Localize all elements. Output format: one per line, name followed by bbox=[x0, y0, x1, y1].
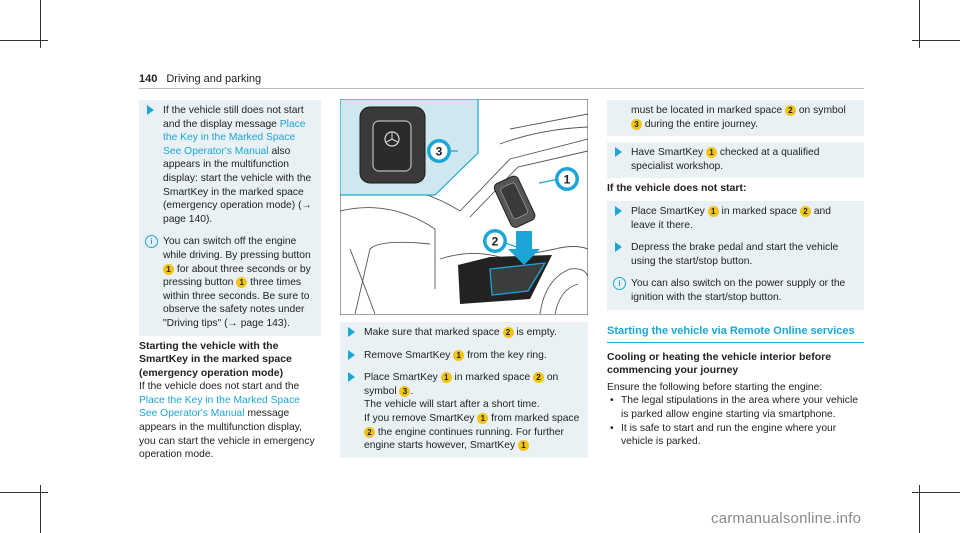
text: in marked space bbox=[718, 205, 800, 217]
badge-1: 1 bbox=[236, 277, 248, 289]
watermark: carmanualsonline.info bbox=[711, 510, 862, 527]
badge-3: 3 bbox=[631, 118, 642, 130]
step-arrow-icon bbox=[348, 327, 355, 337]
step-block: Place SmartKey 1 in marked space 2 on sy… bbox=[340, 367, 588, 458]
text: from marked space bbox=[488, 412, 580, 424]
subheading: Cooling or heating the vehicle interior … bbox=[607, 350, 832, 377]
step-block: Depress the brake pedal and start the ve… bbox=[607, 237, 864, 274]
paragraph: Ensure the following before starting the… bbox=[607, 381, 823, 393]
column-right: must be located in marked space 2 on sym… bbox=[607, 100, 864, 449]
text: message appears in the multifunction dis… bbox=[139, 408, 315, 461]
callout-3-label: 3 bbox=[436, 145, 443, 159]
list-item: It is safe to start and run the engine w… bbox=[607, 422, 864, 449]
text: Make sure that marked space bbox=[364, 327, 503, 338]
info-block: i You can switch off the engine while dr… bbox=[139, 231, 321, 336]
section-title: Driving and parking bbox=[166, 73, 262, 85]
section-title-remote: Starting the vehicle via Remote Online s… bbox=[607, 324, 855, 337]
column-left: If the vehicle still does not start and … bbox=[139, 100, 321, 462]
badge-2: 2 bbox=[502, 327, 514, 338]
badge-1: 1 bbox=[440, 372, 452, 384]
crop-mark bbox=[919, 485, 920, 533]
badge-3: 3 bbox=[399, 385, 411, 397]
text: If the vehicle does not start and the bbox=[139, 381, 300, 393]
step-arrow-icon bbox=[348, 349, 355, 360]
text: checked at a qualified specialist worksh… bbox=[631, 147, 820, 172]
crop-mark bbox=[0, 492, 48, 493]
badge-2: 2 bbox=[532, 372, 544, 384]
section-heading: Starting the vehicle with the SmartKey i… bbox=[139, 339, 292, 379]
text: from the key ring. bbox=[464, 349, 547, 361]
text: the engine continues running. For furthe… bbox=[364, 426, 564, 452]
display-message-link[interactable]: Place the Key in the Marked Space See Op… bbox=[139, 394, 300, 420]
text: on symbol bbox=[795, 105, 846, 116]
arrow-right-icon: → bbox=[227, 317, 238, 329]
list-item: The legal stipulations in the area where… bbox=[607, 394, 864, 421]
badge-1: 1 bbox=[707, 205, 719, 217]
step-block: Make sure that marked space 2 is empty. bbox=[340, 322, 588, 345]
page-ref-link[interactable]: page 140). bbox=[163, 213, 213, 225]
callout-2-label: 2 bbox=[492, 235, 499, 249]
text: must be located in marked space bbox=[631, 105, 785, 116]
badge-1: 1 bbox=[477, 412, 489, 424]
text: Place SmartKey bbox=[364, 372, 441, 384]
step-block: Remove SmartKey 1 from the key ring. bbox=[340, 344, 588, 368]
page-header: 140 Driving and parking bbox=[139, 73, 261, 85]
step-continuation: must be located in marked space 2 on sym… bbox=[607, 100, 864, 137]
display-message-link[interactable]: Place the Key in the Marked Space See Op… bbox=[163, 118, 306, 157]
brand-star-icon bbox=[384, 131, 400, 147]
header-rule bbox=[139, 88, 864, 89]
paragraph: If the vehicle does not start and the Pl… bbox=[139, 380, 321, 462]
text: You can also switch on the power supply … bbox=[631, 278, 846, 303]
text: You can switch off the engine while driv… bbox=[163, 236, 311, 261]
text: on symbol bbox=[364, 372, 559, 397]
info-icon: i bbox=[145, 235, 158, 249]
text: If the vehicle still does not start and … bbox=[163, 105, 304, 130]
step-block: If the vehicle still does not start and … bbox=[139, 100, 321, 232]
crop-mark bbox=[0, 40, 48, 41]
callout-1-label: 1 bbox=[564, 173, 571, 187]
crop-mark bbox=[40, 485, 41, 533]
page-ref-link[interactable]: page 143). bbox=[237, 317, 290, 329]
crop-mark bbox=[912, 492, 960, 493]
subheading: If the vehicle does not start: bbox=[607, 182, 747, 195]
step-arrow-icon bbox=[615, 205, 622, 216]
column-middle: Make sure that marked space 2 is empty. … bbox=[340, 322, 588, 458]
step-block: Place SmartKey 1 in marked space 2 and l… bbox=[607, 200, 864, 238]
text: Remove SmartKey bbox=[364, 349, 454, 361]
text: also appears in the multifunction displa… bbox=[163, 145, 312, 212]
step-arrow-icon bbox=[615, 147, 622, 158]
step-arrow-icon bbox=[615, 242, 622, 253]
info-block: i You can also switch on the power suppl… bbox=[607, 273, 864, 310]
text: If you remove SmartKey bbox=[364, 412, 478, 424]
arrow-right-icon: → bbox=[301, 200, 312, 212]
text: for about three seconds or by pressing b… bbox=[163, 263, 311, 289]
text: and leave it there. bbox=[631, 205, 832, 231]
text: Have SmartKey bbox=[631, 147, 706, 159]
smartkey-illustration: 3 1 2 bbox=[340, 99, 588, 315]
text: three times within three seconds. Be sur… bbox=[163, 277, 310, 329]
text: in marked space bbox=[451, 372, 533, 384]
text: Depress the brake pedal and start the ve… bbox=[631, 242, 839, 267]
info-icon: i bbox=[613, 277, 626, 291]
badge-2: 2 bbox=[364, 426, 375, 438]
badge-1: 1 bbox=[517, 440, 529, 452]
text: is empty. bbox=[513, 327, 557, 338]
step-arrow-icon bbox=[348, 372, 355, 383]
crop-mark bbox=[912, 40, 960, 41]
text: Place SmartKey bbox=[631, 205, 708, 217]
badge-1: 1 bbox=[453, 349, 465, 361]
crop-mark bbox=[919, 0, 920, 48]
text: during the entire journey. bbox=[642, 118, 759, 130]
page-number: 140 bbox=[139, 73, 158, 85]
badge-1: 1 bbox=[705, 147, 717, 159]
badge-2: 2 bbox=[799, 205, 811, 217]
text: The vehicle will start after a short tim… bbox=[364, 399, 540, 411]
crop-mark bbox=[40, 0, 41, 48]
badge-2: 2 bbox=[784, 105, 796, 116]
text: . bbox=[410, 385, 414, 397]
step-block: Have SmartKey 1 checked at a qualified s… bbox=[607, 142, 864, 179]
section-rule bbox=[607, 341, 864, 343]
badge-1: 1 bbox=[163, 263, 174, 275]
step-arrow-icon bbox=[147, 105, 154, 115]
